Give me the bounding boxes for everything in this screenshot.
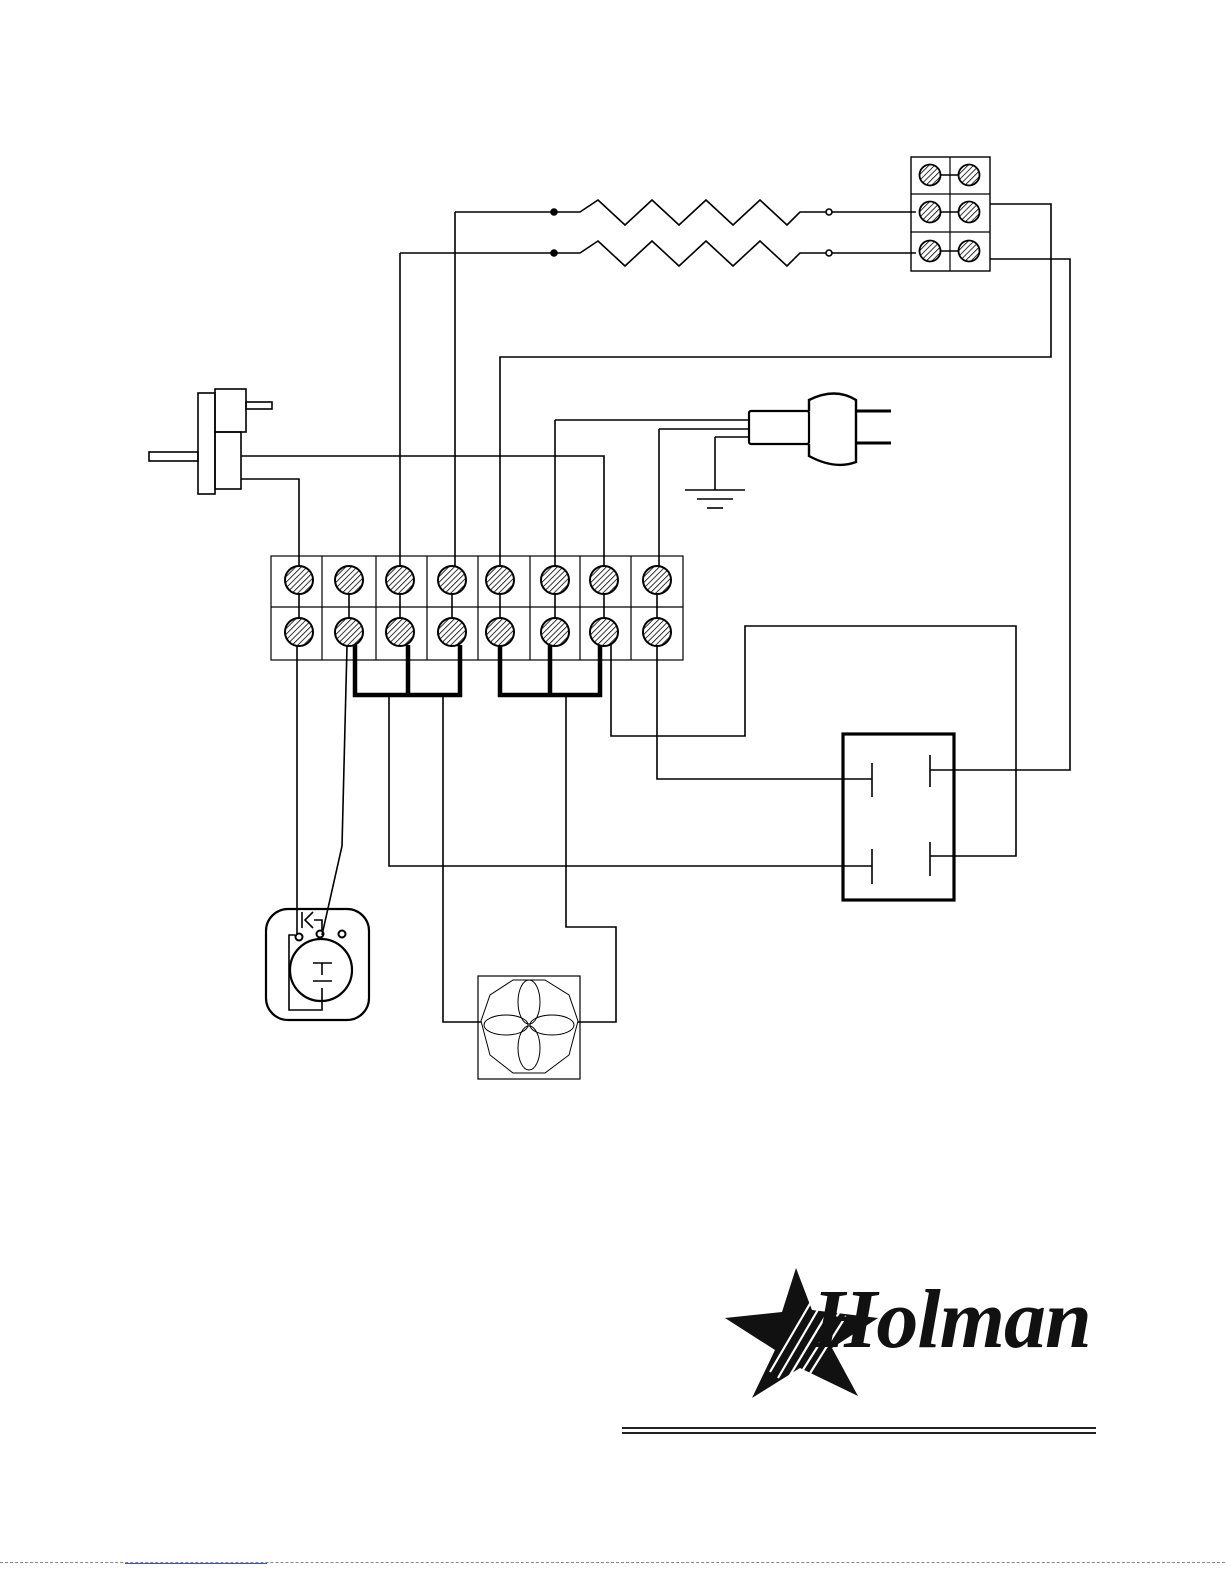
heating-element-1 [455,200,916,225]
wire-harness [241,204,1070,770]
heating-element-2 [400,241,916,266]
fan [478,976,580,1079]
power-plug [555,394,891,465]
lower-wiring [297,626,1016,1022]
logo-rule-bottom [622,1432,1096,1434]
footer-link-underline[interactable] [125,1553,267,1564]
main-terminal-block [271,556,683,660]
ground-symbol [685,437,745,508]
heater-terminal-block [911,157,990,271]
motor [266,909,369,1020]
logo-rule-top [622,1427,1096,1429]
logo-wordmark: Holman [812,1278,1091,1362]
switch [843,734,954,900]
